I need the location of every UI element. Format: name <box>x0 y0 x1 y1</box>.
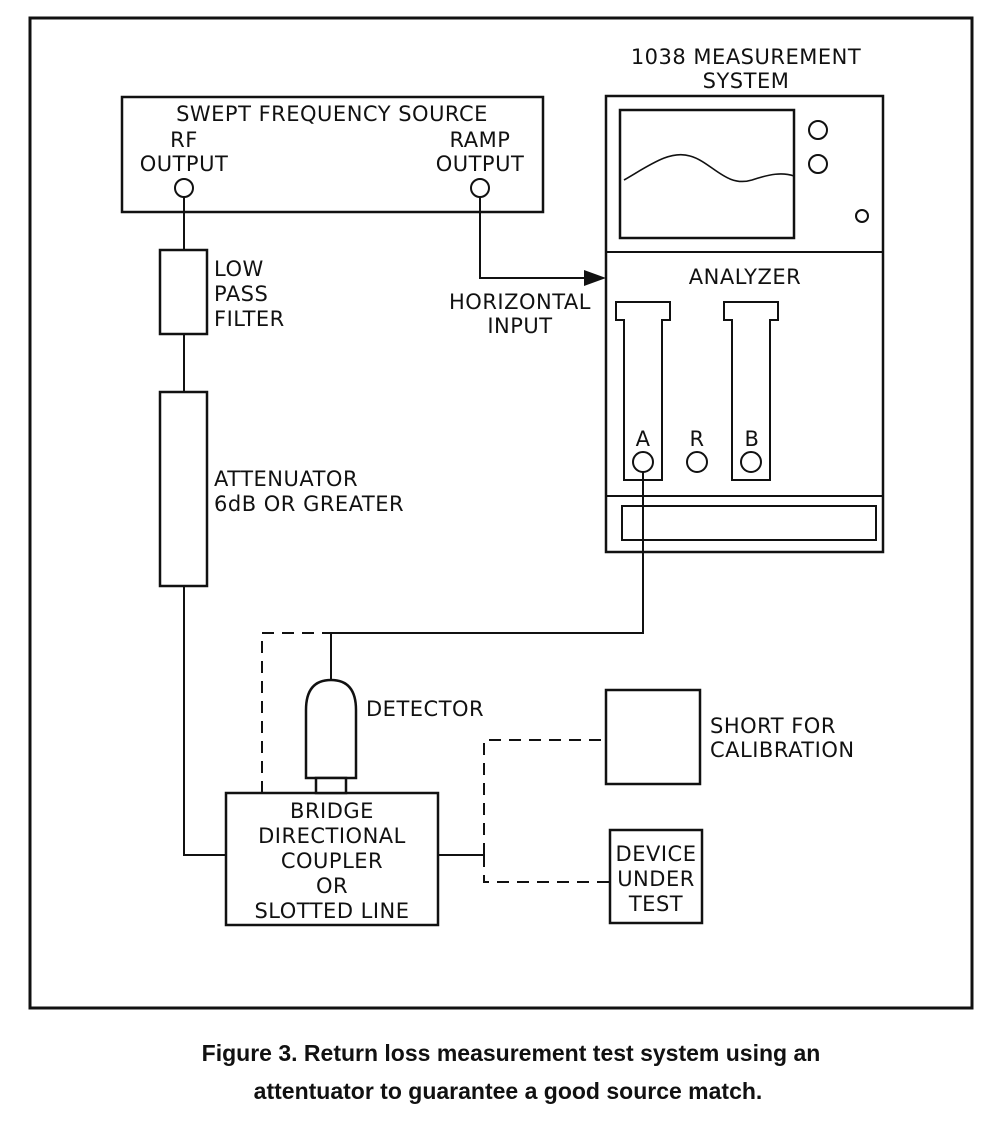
calibration-short: SHORT FOR CALIBRATION <box>604 688 855 786</box>
rf-output-label-line2: OUTPUT <box>140 152 229 176</box>
filter-label-line1: LOW <box>214 257 264 281</box>
detector-body <box>304 678 358 780</box>
analyzer-slot <box>621 505 877 541</box>
port-r-connector[interactable] <box>686 451 708 473</box>
dut-label-line1: DEVICE <box>616 842 697 866</box>
coupler-label-line5: SLOTTED LINE <box>254 899 409 923</box>
analyzer-plugin-b <box>723 301 779 481</box>
horizontal-input-label-line2: INPUT <box>487 314 552 338</box>
analyzer-plugin-a <box>615 301 671 481</box>
port-b-connector[interactable] <box>740 451 762 473</box>
short-box <box>604 688 702 786</box>
swept-frequency-source: SWEPT FREQUENCY SOURCE RF OUTPUT RAMP OU… <box>120 95 545 214</box>
detector: DETECTOR <box>304 678 484 795</box>
dut-label-line2: UNDER <box>617 867 695 891</box>
port-a-label: A <box>636 427 651 451</box>
measurement-system-title-line1: 1038 MEASUREMENT <box>631 45 861 69</box>
test-port-to-short-dashed <box>483 739 606 855</box>
analyzer-label: ANALYZER <box>689 265 801 289</box>
short-label-line2: CALIBRATION <box>710 738 855 762</box>
filter-label-line3: FILTER <box>214 307 285 331</box>
display-trace <box>623 153 795 183</box>
dut-label-line3: TEST <box>628 892 683 916</box>
diagram-frame <box>28 16 974 1010</box>
test-port-to-dut-dashed <box>483 855 610 883</box>
measurement-system: 1038 MEASUREMENT SYSTEM ANALYZER A R B <box>604 45 885 554</box>
horizontal-input-label-line1: HORIZONTAL <box>449 290 591 314</box>
ramp-to-horizontal-connection: HORIZONTAL INPUT <box>449 197 606 338</box>
detector-to-port-a-cable <box>330 472 644 680</box>
device-under-test: DEVICE UNDER TEST <box>608 828 704 925</box>
coupler-label-line3: COUPLER <box>281 849 383 873</box>
attenuator-to-coupler-cable <box>183 586 226 856</box>
short-label-line1: SHORT FOR <box>710 714 836 738</box>
figure-caption-line2: attentuator to guarantee a good source m… <box>254 1078 763 1104</box>
attenuator-box <box>158 390 209 588</box>
bridge-coupler: BRIDGE DIRECTIONAL COUPLER OR SLOTTED LI… <box>224 791 440 927</box>
coupler-label-line2: DIRECTIONAL <box>258 824 406 848</box>
filter-box <box>158 248 209 336</box>
display-knob-small[interactable] <box>855 209 869 223</box>
attenuator-label-line1: ATTENUATOR <box>214 467 358 491</box>
attenuator-label-line2: 6dB OR GREATER <box>214 492 404 516</box>
display-knob-lower[interactable] <box>808 154 828 174</box>
display-knob-upper[interactable] <box>808 120 828 140</box>
measurement-system-title-line2: SYSTEM <box>703 69 790 93</box>
coupler-dashed-lead <box>261 632 331 793</box>
horizontal-input-arrowhead <box>584 270 606 286</box>
attenuator: ATTENUATOR 6dB OR GREATER <box>158 390 404 588</box>
rf-output-label-line1: RF <box>170 128 198 152</box>
source-title: SWEPT FREQUENCY SOURCE <box>176 102 488 126</box>
port-r-label: R <box>689 427 704 451</box>
filter-label-line2: PASS <box>214 282 268 306</box>
ramp-cable <box>479 197 590 279</box>
ramp-output-label-line1: RAMP <box>450 128 511 152</box>
coupler-label-line1: BRIDGE <box>290 799 374 823</box>
dut-box <box>608 828 704 925</box>
detector-base <box>314 776 348 795</box>
display-screen <box>618 108 796 240</box>
low-pass-filter: LOW PASS FILTER <box>158 248 285 336</box>
port-b-label: B <box>745 427 760 451</box>
figure-caption-line1: Figure 3. Return loss measurement test s… <box>202 1040 821 1066</box>
coupler-box <box>224 791 440 927</box>
ramp-output-label-line2: OUTPUT <box>436 152 525 176</box>
detector-label: DETECTOR <box>366 697 484 721</box>
coupler-label-line4: OR <box>316 874 348 898</box>
